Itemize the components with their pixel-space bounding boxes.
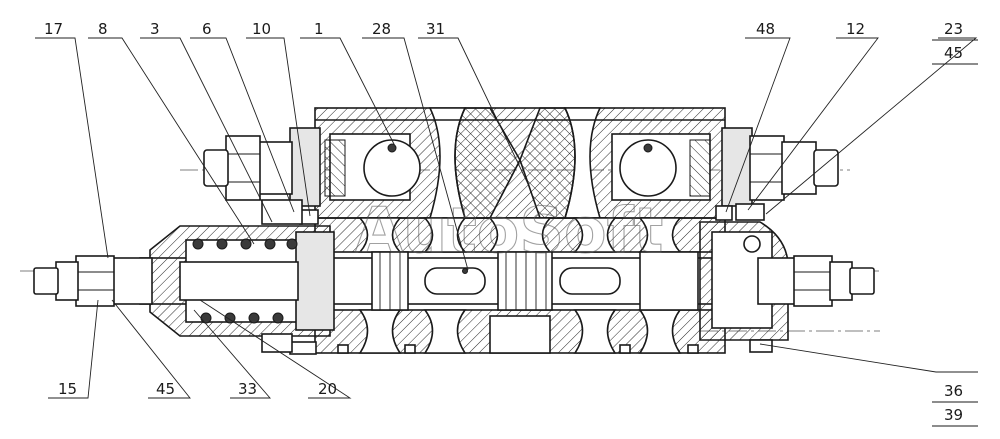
label-17: 17: [44, 20, 63, 38]
fitting-48: [715, 205, 733, 221]
left-spring-housing: [149, 225, 335, 355]
fitting-6: [261, 199, 303, 225]
label-45-top: 45: [944, 44, 963, 62]
label-31: 31: [426, 20, 445, 38]
label-3: 3: [150, 20, 160, 38]
spring-coils: [192, 238, 298, 324]
label-10: 10: [252, 20, 271, 38]
label-45-bottom: 45: [156, 380, 175, 398]
upper-right-plug: [619, 127, 839, 207]
label-12: 12: [846, 20, 865, 38]
left-end-fitting: [33, 255, 153, 307]
right-end-cover: [699, 221, 875, 353]
label-1: 1: [314, 20, 324, 38]
label-39: 39: [944, 406, 963, 424]
upper-left-plug: [203, 127, 421, 207]
label-6: 6: [202, 20, 212, 38]
label-8: 8: [98, 20, 108, 38]
bottom-leaders: [48, 299, 978, 399]
label-33: 33: [238, 380, 257, 398]
fitting-12: [735, 203, 765, 221]
label-23: 23: [944, 20, 963, 38]
top-leaders: [35, 37, 978, 271]
label-28: 28: [372, 20, 391, 38]
label-48: 48: [756, 20, 775, 38]
stack-36-39: 36 39: [932, 382, 978, 427]
label-15: 15: [58, 380, 77, 398]
label-20: 20: [318, 380, 337, 398]
stack-23-45: 23 45: [932, 20, 978, 65]
watermark-text: AutoSoft: [355, 194, 663, 267]
label-36: 36: [944, 382, 963, 400]
